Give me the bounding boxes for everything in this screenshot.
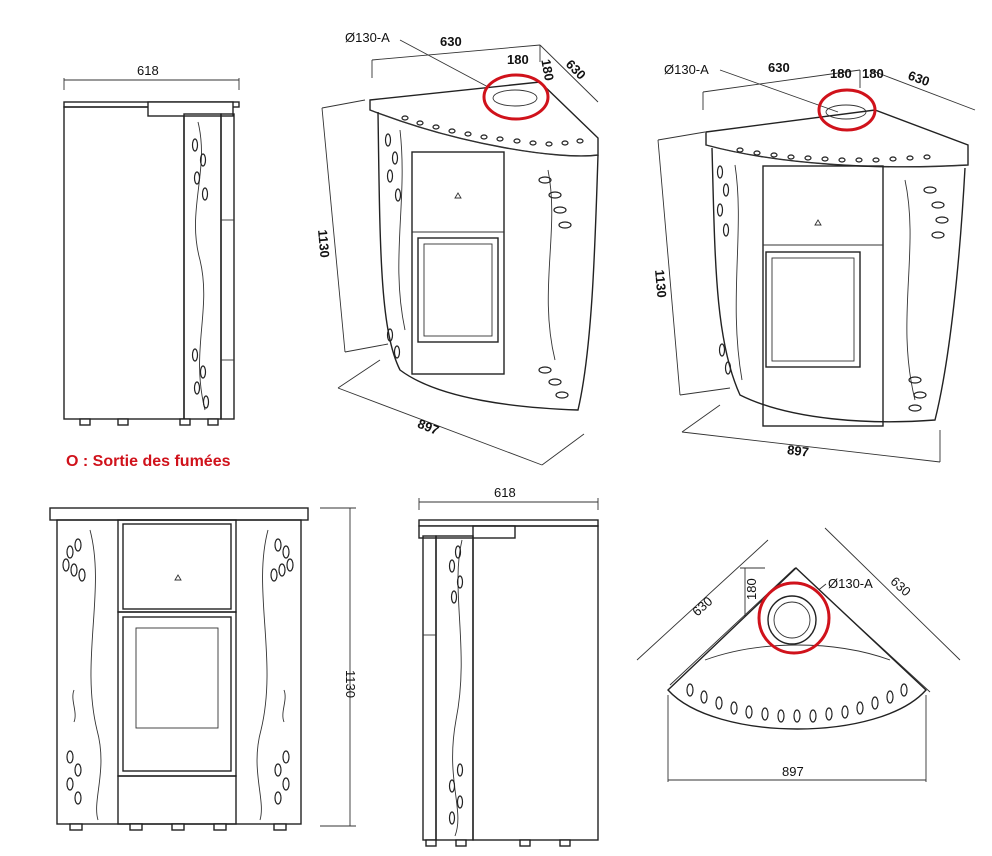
top-view: 630 630 180 Ø130-A 897 [636,527,961,782]
side-view-bottom: 618 [418,485,599,847]
dim-diagonal-label-3: 897 [782,764,804,779]
dim-height-label-1: 1130 [315,229,332,258]
front-view: 1130 [49,507,358,831]
perspective-view-right: 630 630 180 180 Ø130-A 1130 897 [652,60,976,463]
dim-flue-offset-1: 180 [507,52,529,67]
flue-label-3: Ø130-A [828,576,873,591]
dim-flue-offset-2: 180 [830,66,852,81]
dim-height-label-2: 1130 [652,269,669,298]
dim-diagonal-label-2: 897 [786,442,809,460]
dim-width-label-5: 630 [689,593,715,619]
dim-height-label-3: 1130 [343,670,358,698]
smoke-outlet-legend: O : Sortie des fumées [66,453,231,470]
flue-label-2: Ø130-A [664,62,709,77]
dim-flue-offset-3: 180 [744,578,759,600]
dim-width-label-3: 630 [768,60,790,75]
dim-diagonal-label-1: 897 [416,416,442,438]
dim-depth-label-2: 618 [494,485,516,500]
dim-depth-label: 618 [137,63,159,78]
flue-label-1: Ø130-A [345,30,390,45]
dim-flue-offset-1b: 180 [538,58,557,82]
dim-width-label-6: 630 [888,574,914,600]
dim-width-label-2: 630 [563,57,589,83]
perspective-view-left: 630 630 180 180 Ø130-A 1130 897 [315,30,599,466]
dim-width-label-1: 630 [440,34,462,49]
side-view-top: 618 [63,63,240,426]
dim-width-label-4: 630 [906,68,932,90]
dim-flue-offset-2b: 180 [862,66,884,81]
